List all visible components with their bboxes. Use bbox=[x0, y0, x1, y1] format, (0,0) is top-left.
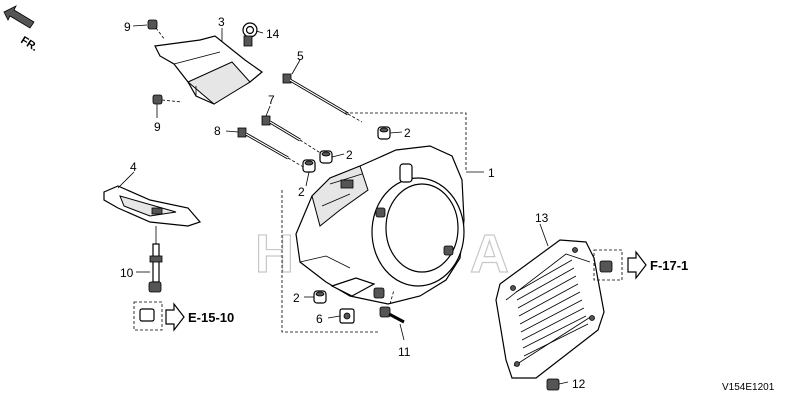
callout-10: 10 bbox=[120, 266, 134, 280]
bolt-5 bbox=[282, 73, 363, 123]
diagram-code: V154E1201 bbox=[722, 382, 775, 393]
grille-slots bbox=[515, 259, 589, 357]
callout-9-upper: 9 bbox=[124, 20, 131, 34]
f-17-1-ref-label: F-17-1 bbox=[650, 258, 688, 273]
callout-9-lower: 9 bbox=[154, 120, 161, 134]
bolt-8 bbox=[237, 127, 313, 173]
grille-cover-part bbox=[495, 239, 605, 379]
nut-12 bbox=[546, 378, 560, 391]
front-direction-arrow: FR. bbox=[3, 5, 40, 54]
callout-12: 12 bbox=[572, 377, 586, 391]
callout-2-b: 2 bbox=[346, 148, 353, 162]
fan-shroud-part bbox=[295, 145, 465, 305]
front-direction-label: FR. bbox=[18, 34, 39, 54]
e-15-10-ref-label: E-15-10 bbox=[188, 310, 234, 325]
bolt-11 bbox=[379, 289, 405, 324]
spacer-2-b bbox=[319, 150, 333, 164]
callout-14: 14 bbox=[266, 27, 280, 41]
spacer-2-a bbox=[377, 126, 391, 140]
leader-lines bbox=[117, 24, 569, 385]
callout-2-a: 2 bbox=[404, 126, 411, 140]
hose-clip-14 bbox=[242, 22, 258, 47]
callout-1: 1 bbox=[488, 166, 495, 180]
nut-6 bbox=[339, 308, 355, 324]
callout-13: 13 bbox=[535, 211, 549, 225]
part-1-leader-box bbox=[345, 112, 467, 172]
callout-2-d: 2 bbox=[293, 291, 300, 305]
upper-cover-part bbox=[154, 35, 263, 105]
callout-5: 5 bbox=[297, 49, 304, 63]
callout-11: 11 bbox=[398, 345, 411, 359]
part-1-lower-box bbox=[281, 190, 380, 333]
e-15-10-ref-arrow: E-15-10 bbox=[165, 302, 234, 332]
stud-bolt-10 bbox=[148, 226, 163, 293]
e-15-10-ref-box bbox=[133, 301, 163, 331]
f-17-1-ref-box bbox=[593, 249, 623, 281]
f-17-1-ref-arrow: F-17-1 bbox=[627, 250, 688, 280]
callout-8: 8 bbox=[214, 124, 221, 138]
callout-3: 3 bbox=[218, 15, 225, 29]
callout-4: 4 bbox=[130, 160, 137, 174]
spacer-2-d bbox=[313, 290, 327, 304]
callout-7: 7 bbox=[268, 93, 275, 107]
guide-plate-part bbox=[103, 185, 202, 227]
bolt-9-upper bbox=[147, 19, 166, 41]
spacer-2-c bbox=[302, 159, 316, 173]
callout-2-c: 2 bbox=[298, 185, 305, 199]
bolt-9-lower bbox=[152, 94, 183, 105]
callout-6: 6 bbox=[316, 312, 323, 326]
